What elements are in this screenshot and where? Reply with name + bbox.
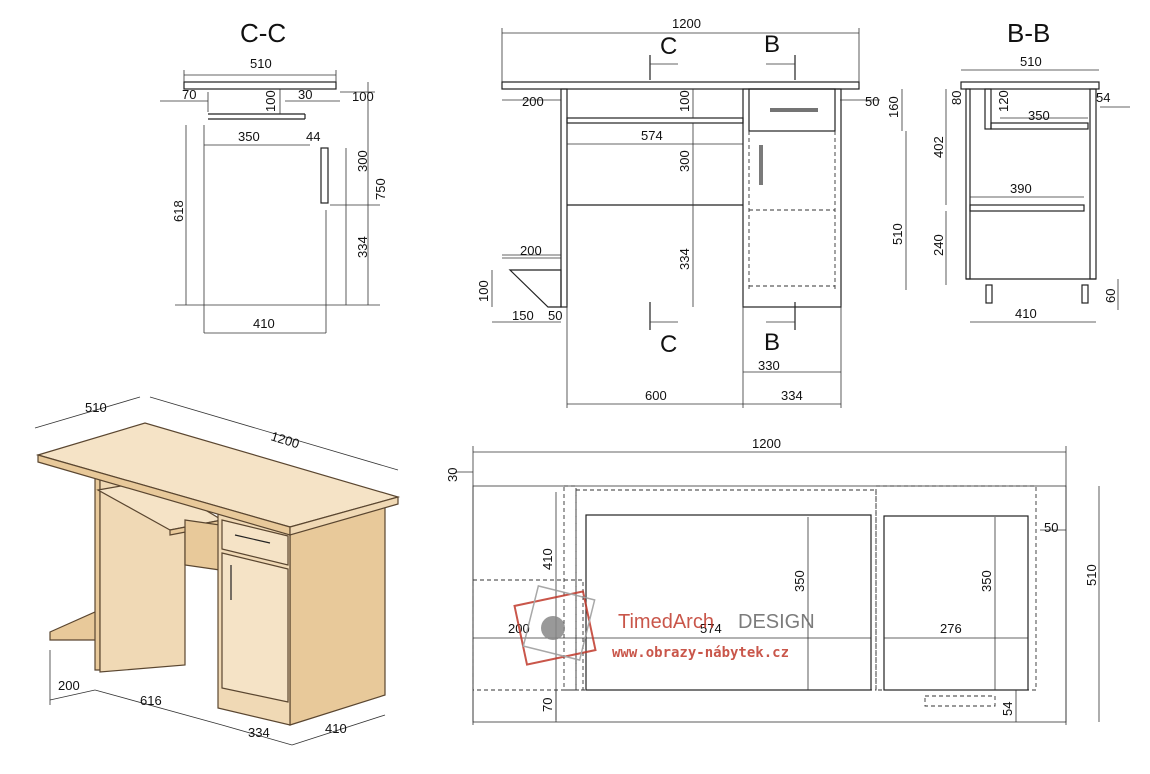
iso-drawer [221, 519, 289, 566]
bb-dim-80: 80 [949, 91, 964, 105]
top-dim-350a: 350 [792, 570, 807, 592]
bb-dim-120: 120 [996, 90, 1011, 112]
cc-back-panel [320, 147, 329, 204]
cc-dim-44: 44 [306, 129, 320, 144]
watermark: TimedArch DESIGN www.obrazy-nábytek.cz [513, 584, 815, 666]
front-dim-334b: 334 [781, 388, 803, 403]
top-dim-70: 70 [540, 698, 555, 712]
front-dim-160: 160 [886, 96, 901, 118]
cc-dim-410: 410 [253, 316, 275, 331]
front-dim-200a: 200 [522, 94, 544, 109]
section-c-label-top: C [660, 33, 677, 60]
front-cabinet [742, 88, 842, 308]
front-top-panel [501, 81, 860, 90]
isometric-view: 510 1200 200 616 334 410 [34, 396, 401, 746]
cc-dim-750: 750 [373, 178, 388, 200]
iso-dim-334: 334 [248, 725, 270, 740]
top-foot-plate [472, 579, 584, 691]
top-dim-1200: 1200 [752, 436, 781, 451]
cc-dim-350: 350 [238, 129, 260, 144]
top-cabinet-inner [883, 515, 1029, 691]
cc-dim-510: 510 [250, 56, 272, 71]
top-dim-410: 410 [540, 548, 555, 570]
front-dim-334a: 334 [677, 248, 692, 270]
section-cc-title: C-C [240, 18, 286, 48]
front-view: 1200 200 100 50 160 574 300 334 [476, 16, 907, 408]
top-outline [472, 485, 1067, 723]
bb-dim-390: 390 [1010, 181, 1032, 196]
iso-door [221, 552, 289, 703]
front-dim-100: 100 [677, 90, 692, 112]
section-bb-title: B-B [1007, 18, 1050, 48]
front-dim-330: 330 [758, 358, 780, 373]
cc-top-panel [183, 81, 337, 90]
front-dim-100b: 100 [476, 280, 491, 302]
front-dim-50b: 50 [548, 308, 562, 323]
top-dim-54: 54 [1000, 702, 1015, 716]
bb-foot-back [1081, 284, 1089, 304]
top-dim-574: 574 [700, 621, 722, 636]
front-dim-300: 300 [677, 150, 692, 172]
iso-dim-1200: 1200 [269, 429, 301, 452]
top-dim-276: 276 [940, 621, 962, 636]
bb-shelf [969, 204, 1085, 212]
front-dim-600: 600 [645, 388, 667, 403]
iso-dim-200: 200 [58, 678, 80, 693]
iso-dim-510: 510 [85, 400, 107, 415]
front-dim-150: 150 [512, 308, 534, 323]
front-dim-510: 510 [890, 223, 905, 245]
bb-dim-54: 54 [1096, 90, 1110, 105]
bb-dim-410: 410 [1015, 306, 1037, 321]
watermark-brand-b: DESIGN [738, 611, 815, 633]
bb-dim-350: 350 [1028, 108, 1050, 123]
bb-dim-510: 510 [1020, 54, 1042, 69]
bb-dim-60: 60 [1103, 289, 1118, 303]
bb-top-panel [960, 81, 1100, 90]
bb-dim-240: 240 [931, 234, 946, 256]
top-dim-510: 510 [1084, 564, 1099, 586]
cc-dim-100b: 100 [352, 89, 374, 104]
cc-dim-70: 70 [182, 87, 196, 102]
iso-dim-410: 410 [325, 721, 347, 736]
front-dim-200b: 200 [520, 243, 542, 258]
section-cc-view: C-C 510 70 100 30 100 350 44 300 750 334 [160, 18, 388, 334]
top-dim-350b: 350 [979, 570, 994, 592]
top-dim-50: 50 [1044, 520, 1058, 535]
front-dim-1200: 1200 [672, 16, 701, 31]
bb-foot-front [985, 284, 993, 304]
iso-dim-616: 616 [140, 693, 162, 708]
front-drawer [748, 88, 836, 132]
top-dim-30: 30 [445, 468, 460, 482]
watermark-brand-a: TimedArch [618, 611, 714, 633]
section-b-label-top: B [764, 31, 780, 58]
front-left-leg [560, 88, 568, 308]
bb-dim-402: 402 [931, 136, 946, 158]
front-keyboard-shelf [566, 117, 744, 124]
bb-drawer-front [984, 88, 992, 130]
top-keyboard-tray [585, 514, 872, 691]
cc-dim-618: 618 [171, 200, 186, 222]
front-foot-support [508, 269, 562, 308]
top-view: 1200 30 50 410 350 350 510 200 574 276 7… [445, 436, 1100, 725]
bb-back-panel [1089, 88, 1097, 280]
cc-dim-30: 30 [298, 87, 312, 102]
cc-dim-334: 334 [355, 236, 370, 258]
front-dim-574: 574 [641, 128, 663, 143]
section-b-label-bottom: B [764, 329, 780, 356]
front-dim-50a: 50 [865, 94, 879, 109]
section-c-label-bottom: C [660, 331, 677, 358]
watermark-url: www.obrazy-nábytek.cz [612, 645, 789, 661]
section-bb-view: B-B 510 350 120 80 54 402 390 240 60 410 [931, 18, 1130, 323]
watermark-logo-icon [513, 584, 597, 666]
bb-door [965, 88, 971, 280]
bb-drawer-bottom [990, 122, 1089, 130]
cc-dim-300: 300 [355, 150, 370, 172]
cc-dim-100a: 100 [263, 90, 278, 112]
